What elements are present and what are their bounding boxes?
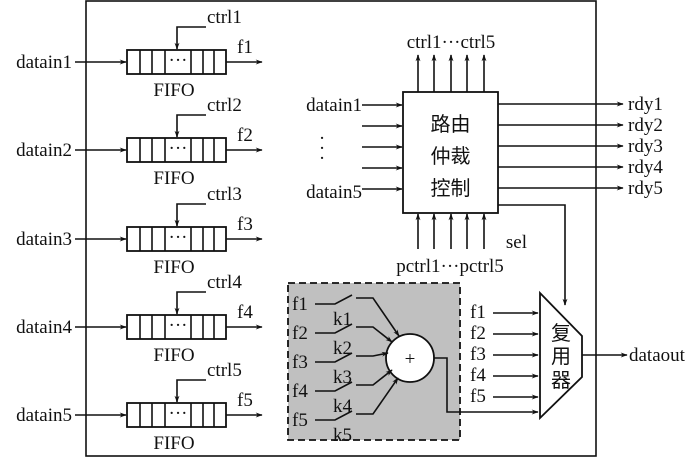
adder-inputs: f1 k1 f2 k2 f3 k3 f4 k4 f5 k5 <box>292 294 400 446</box>
adder-input-label: f1 <box>292 294 308 315</box>
sel-line <box>498 204 568 306</box>
fifo-ctrl-label: ctrl3 <box>207 184 242 205</box>
rdy-label: rdy3 <box>628 136 663 157</box>
switch-blade <box>315 294 353 305</box>
mux-input-label: f1 <box>470 302 486 323</box>
switch-blade <box>315 352 353 363</box>
rdy-label: rdy1 <box>628 94 663 115</box>
adder-input-arrow <box>356 377 399 415</box>
router-arbiter-block: 路由 仲裁 控制 ctrl1···ctrl5 pctrl1···pctrl5 d… <box>306 32 663 306</box>
fifo-group: datain1···ctrl1f1FIFOdatain2···ctrl2f2FI… <box>16 7 263 454</box>
mux-input-label: f4 <box>470 365 486 386</box>
router-input-dot-1: · <box>319 128 325 149</box>
fifo-input-label: datain4 <box>16 317 72 338</box>
module-boundary <box>85 0 597 457</box>
fifo-output-label: f3 <box>237 214 253 235</box>
router-title-line-3: 控制 <box>431 176 471 200</box>
fifo-ctrl-label: ctrl4 <box>207 272 242 293</box>
rdy-label: rdy5 <box>628 178 663 199</box>
fifo-box <box>126 402 227 428</box>
fifo-label: FIFO <box>153 168 194 189</box>
fifo-ctrl-arrow <box>174 114 206 138</box>
switch-blade <box>315 381 353 392</box>
fifo-box <box>126 49 227 75</box>
fifo-ctrl-arrow <box>174 291 206 315</box>
switch-blade <box>315 323 353 334</box>
switch-label: k1 <box>333 309 352 330</box>
mux-input-label: f3 <box>470 344 486 365</box>
fifo-output-label: f1 <box>237 37 253 58</box>
router-title-line-2: 仲裁 <box>431 144 471 168</box>
sel-label: sel <box>506 232 527 253</box>
adder-output-line <box>434 357 539 415</box>
adder-input-label: f4 <box>292 381 308 402</box>
fifo-output-label: f2 <box>237 125 253 146</box>
router-title-line-1: 路由 <box>431 112 471 136</box>
adder-input-label: f2 <box>292 323 308 344</box>
adder-block: + f1 k1 f2 k2 f3 k3 f4 k4 f5 k5 <box>287 282 539 446</box>
switch-label: k3 <box>333 367 352 388</box>
switch-label: k4 <box>333 396 353 417</box>
mux-title-line-2: 用 <box>551 344 571 368</box>
switch-blade <box>315 410 353 421</box>
adder-input-arrow <box>356 326 393 343</box>
fifo-ctrl-label: ctrl2 <box>207 95 242 116</box>
fifo-dots: ··· <box>169 50 188 71</box>
fifo-dots: ··· <box>169 315 188 336</box>
fifo-input-label: datain5 <box>16 405 72 426</box>
fifo-input-label: datain2 <box>16 140 72 161</box>
router-ctrl-label: ctrl1···ctrl5 <box>407 32 496 53</box>
fifo-label: FIFO <box>153 257 194 278</box>
fifo-ctrl-label: ctrl1 <box>207 7 242 28</box>
fifo-ctrl-label: ctrl5 <box>207 360 242 381</box>
fifo-input-label: datain1 <box>16 52 72 73</box>
fifo-label: FIFO <box>153 80 194 101</box>
mux-title-line-1: 复 <box>551 321 571 345</box>
mux-input-label: f5 <box>470 386 486 407</box>
router-input-datain1: datain1 <box>306 95 362 116</box>
mux-input-label: f2 <box>470 323 486 344</box>
router-input-datain5: datain5 <box>306 182 362 203</box>
rdy-label: rdy2 <box>628 115 663 136</box>
rdy-label: rdy4 <box>628 157 663 178</box>
adder-input-arrow <box>356 351 389 357</box>
adder-input-arrow <box>356 369 393 386</box>
mux-output-label: dataout <box>629 345 686 366</box>
fifo-dots: ··· <box>169 403 188 424</box>
router-input-dot-3: · <box>319 148 325 169</box>
fifo-dots: ··· <box>169 227 188 248</box>
fifo-output-label: f4 <box>237 302 253 323</box>
fifo-ctrl-arrow <box>174 26 206 50</box>
adder-input-arrow <box>356 297 400 337</box>
adder-input-label: f3 <box>292 352 308 373</box>
switch-label: k2 <box>333 338 352 359</box>
fifo-ctrl-arrow <box>174 379 206 403</box>
fifo-output-label: f5 <box>237 390 253 411</box>
router-input-dot-2: · <box>319 138 325 159</box>
switch-label: k5 <box>333 425 352 446</box>
adder-input-label: f5 <box>292 410 308 431</box>
mux-title-line-3: 器 <box>551 368 571 392</box>
fifo-dots: ··· <box>169 138 188 159</box>
mux-shape <box>539 290 583 421</box>
router-pctrl-label: pctrl1···pctrl5 <box>396 256 504 277</box>
adder-plus-symbol: + <box>405 349 416 370</box>
fifo-input-label: datain3 <box>16 229 72 250</box>
fifo-ctrl-arrow <box>174 203 206 227</box>
fifo-label: FIFO <box>153 433 194 454</box>
router-box <box>402 91 499 214</box>
fifo-label: FIFO <box>153 345 194 366</box>
